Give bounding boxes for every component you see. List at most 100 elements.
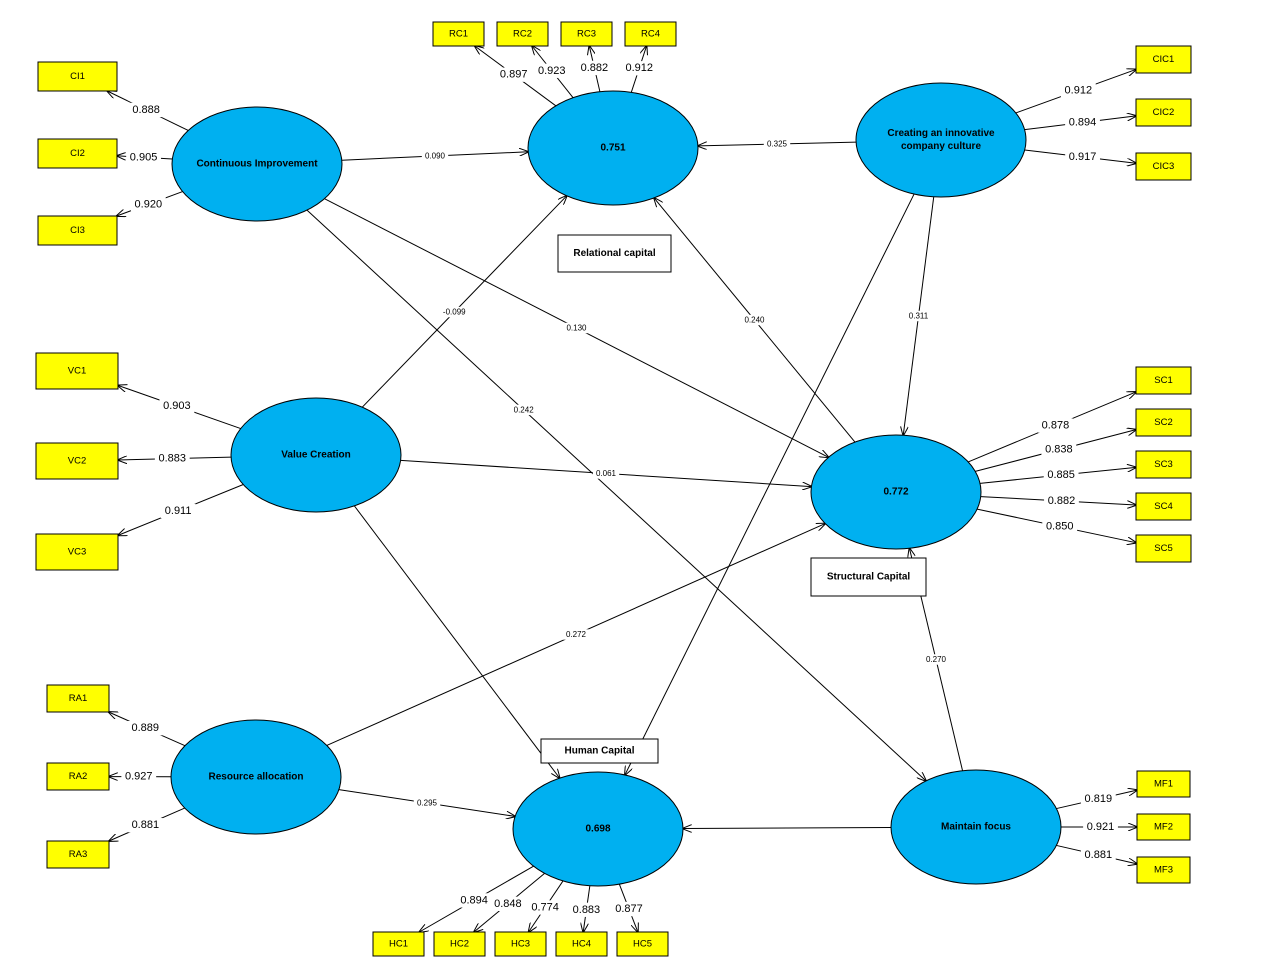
indicator-label: CI2 (70, 148, 85, 159)
indicator-box (46, 684, 110, 713)
indicator-label: MF2 (1154, 822, 1173, 833)
path-vc-to-rc (361, 196, 566, 408)
indicator-rc4[interactable]: RC4 (624, 21, 677, 47)
indicator-hc2[interactable]: HC2 (433, 931, 486, 957)
indicator-ra2[interactable]: RA2 (46, 762, 110, 791)
loading-mf2-bg (1083, 819, 1118, 835)
loading-cic1: 0.912 (1065, 84, 1093, 96)
indicator-cic2[interactable]: CIC2 (1135, 98, 1192, 127)
loading-hc4-bg (569, 902, 604, 917)
indicator-rc3[interactable]: RC3 (560, 21, 613, 47)
indicator-ci2[interactable]: CI2 (37, 138, 118, 169)
indicator-label: RA1 (69, 693, 87, 704)
indicator-label: SC3 (1154, 459, 1172, 470)
loading-ra2: 0.927 (125, 771, 153, 783)
path-coef-cic_sc: 0.311 (909, 312, 929, 321)
construct-ellipse (512, 771, 684, 887)
indicator-box (1135, 534, 1192, 563)
path-coef-vc_sc: 0.061 (596, 469, 617, 478)
indicator-cic1[interactable]: CIC1 (1135, 45, 1192, 74)
indicator-label: HC5 (633, 939, 652, 950)
loading-hc1-bg (456, 893, 492, 908)
path-coef-cic_sc-bg (905, 310, 932, 322)
caption-hc: Human Capital (540, 738, 659, 764)
indicator-hc4[interactable]: HC4 (555, 931, 608, 957)
construct-sc[interactable]: 0.772 (810, 434, 982, 550)
indicator-label: SC1 (1154, 375, 1172, 386)
path-coef-vc_rc-bg (438, 306, 470, 318)
indicator-ci1[interactable]: CI1 (37, 61, 118, 92)
construct-name: Value Creation (281, 450, 350, 461)
loading-ci1-bg (128, 102, 164, 118)
loading-sc4: 0.882 (1048, 495, 1076, 507)
loading-rc1: 0.897 (500, 69, 528, 81)
indicator-box (37, 138, 118, 169)
caption-text: Structural Capital (827, 572, 911, 583)
indicator-label: HC4 (572, 939, 591, 950)
indicator-hc1[interactable]: HC1 (372, 931, 425, 957)
indicator-sc3[interactable]: SC3 (1135, 450, 1192, 479)
path-coef-mf_sc-bg (922, 654, 950, 665)
indicator-label: VC1 (68, 366, 86, 377)
indicator-vc1[interactable]: VC1 (35, 352, 119, 390)
indicator-rc1[interactable]: RC1 (432, 21, 485, 47)
indicator-sc1[interactable]: SC1 (1135, 366, 1192, 395)
indicator-mf1[interactable]: MF1 (1136, 770, 1191, 798)
indicator-box (494, 931, 547, 957)
indicator-label: CIC3 (1153, 161, 1175, 172)
loading-mf1: 0.819 (1085, 793, 1113, 805)
loading-hc3: 0.774 (531, 901, 559, 913)
loading-cic2: 0.894 (1069, 117, 1097, 129)
indicator-box (37, 215, 118, 246)
indicator-hc5[interactable]: HC5 (616, 931, 669, 957)
construct-ra[interactable]: Resource allocation (170, 719, 342, 835)
indicator-box (1135, 450, 1192, 479)
path-coef-vc_rc: -0.099 (443, 308, 466, 317)
construct-name: Resource allocation (208, 772, 303, 783)
loading-sc2-bg (1041, 442, 1077, 457)
r-squared-value: 0.772 (883, 487, 908, 498)
indicator-ra1[interactable]: RA1 (46, 684, 110, 713)
loading-sc5-bg (1042, 519, 1078, 534)
indicator-rc2[interactable]: RC2 (496, 21, 549, 47)
indicator-box (37, 61, 118, 92)
indicator-box (624, 21, 677, 47)
construct-mf[interactable]: Maintain focus (890, 769, 1062, 885)
indicator-box (35, 352, 119, 390)
indicator-label: RC4 (641, 29, 660, 40)
indicator-box (616, 931, 669, 957)
indicator-box (1135, 152, 1192, 181)
path-cic-to-hc (625, 193, 915, 775)
indicator-mf2[interactable]: MF2 (1136, 813, 1191, 841)
loading-rc1-bg (496, 67, 532, 82)
indicator-sc4[interactable]: SC4 (1135, 492, 1192, 521)
loading-sc3-bg (1043, 467, 1079, 483)
indicator-box (46, 762, 110, 791)
indicator-vc2[interactable]: VC2 (35, 442, 119, 480)
construct-hc[interactable]: 0.698 (512, 771, 684, 887)
indicator-sc5[interactable]: SC5 (1135, 534, 1192, 563)
indicator-vc3[interactable]: VC3 (35, 533, 119, 571)
indicator-label: RC1 (449, 29, 468, 40)
loading-cic3-bg (1065, 149, 1100, 165)
indicator-ra3[interactable]: RA3 (46, 840, 110, 869)
construct-vc[interactable]: Value Creation (230, 397, 402, 513)
indicator-cic3[interactable]: CIC3 (1135, 152, 1192, 181)
indicator-box (1135, 45, 1192, 74)
indicator-ci3[interactable]: CI3 (37, 215, 118, 246)
indicator-box (46, 840, 110, 869)
loading-sc2: 0.838 (1045, 444, 1073, 456)
indicator-mf3[interactable]: MF3 (1136, 856, 1191, 884)
indicator-hc3[interactable]: HC3 (494, 931, 547, 957)
loading-ra3: 0.881 (132, 819, 160, 831)
loading-ci3-bg (130, 197, 166, 212)
construct-ci[interactable]: Continuous Improvement (171, 106, 343, 222)
construct-rc[interactable]: 0.751 (527, 90, 699, 206)
indicator-sc2[interactable]: SC2 (1135, 408, 1192, 437)
indicator-box (1135, 98, 1192, 127)
path-vc-to-hc (353, 505, 559, 778)
loading-vc1: 0.903 (163, 400, 191, 412)
loading-hc5-bg (611, 901, 647, 917)
